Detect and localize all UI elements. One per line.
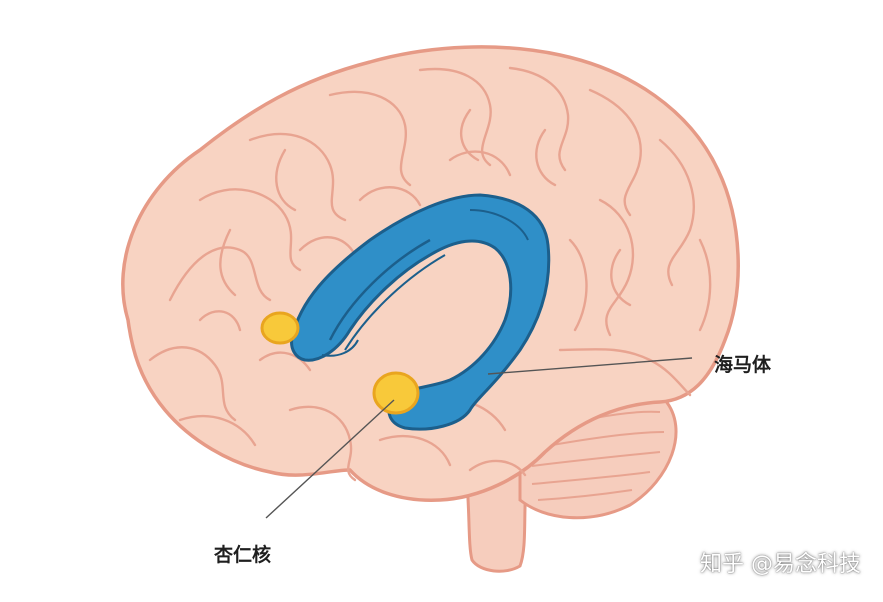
cerebrum bbox=[121, 45, 740, 502]
brainstem bbox=[464, 468, 530, 573]
amygdala-leader-line bbox=[265, 399, 395, 519]
amygdala-shape bbox=[372, 371, 420, 415]
hippocampus-label: 海马体 bbox=[714, 354, 772, 376]
amygdala-label: 杏仁核 bbox=[214, 544, 272, 566]
watermark: 知乎 @易念科技 bbox=[700, 552, 861, 577]
hippocampus-leader-line bbox=[487, 357, 693, 375]
amygdala-shape-anterior bbox=[260, 311, 300, 345]
